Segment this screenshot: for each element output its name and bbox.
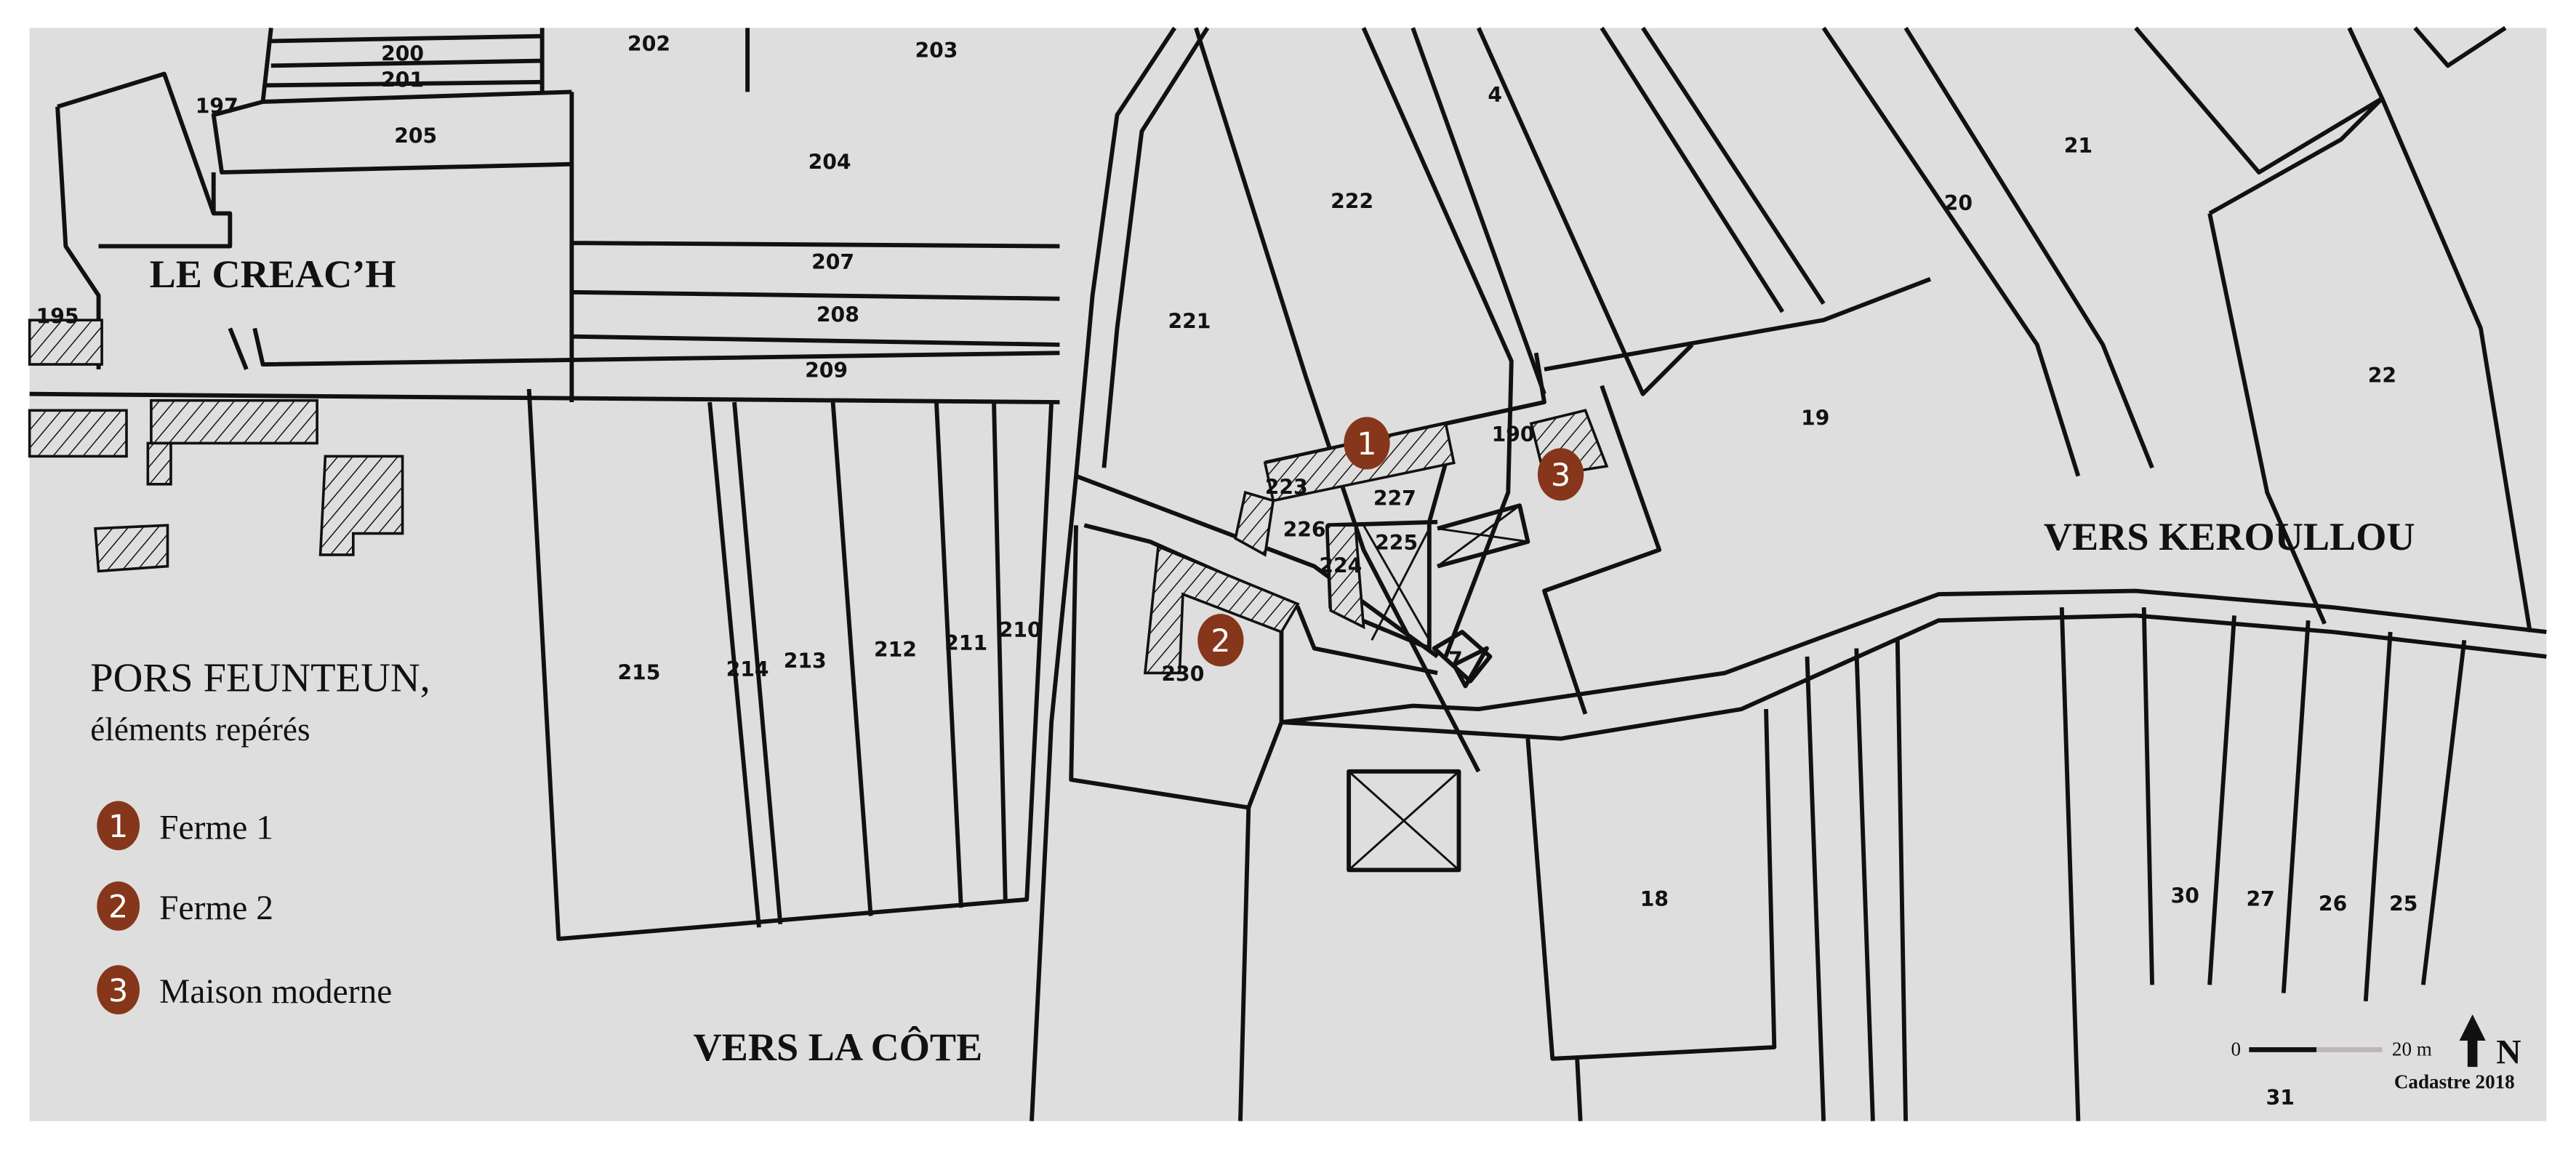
svg-text:Ferme 2: Ferme 2 (159, 889, 273, 927)
map-background (29, 28, 2547, 1121)
place-vers-la-cote: VERS LA CÔTE (694, 1025, 983, 1069)
parcel-number: 203 (915, 39, 958, 63)
svg-text:Ferme 1: Ferme 1 (159, 809, 273, 846)
legend-item-3: 3 Maison moderne (97, 965, 392, 1014)
parcel-number: 230 (1161, 662, 1204, 686)
parcel-number: 31 (2266, 1086, 2295, 1110)
svg-text:3: 3 (108, 973, 128, 1009)
parcel-number: 210 (999, 618, 1042, 642)
parcel-number: 212 (874, 638, 917, 662)
scale-bar: 0 20 m (2231, 1038, 2431, 1060)
svg-text:2: 2 (108, 889, 128, 926)
parcel-number: 209 (805, 359, 848, 383)
svg-text:2: 2 (1211, 623, 1230, 660)
place-names: LE CREAC’H VERS KEROULLOU VERS LA CÔTE (150, 252, 2415, 1069)
map-markers: 1 2 3 (1197, 417, 1584, 667)
parcel-number: 4 (1488, 83, 1502, 107)
legend-subtitle: éléments repérés (90, 711, 310, 748)
parcel-number: 214 (726, 657, 769, 681)
parcel-number: 19 (1801, 407, 1829, 431)
svg-text:Maison moderne: Maison moderne (159, 973, 392, 1011)
north-arrow-icon: N (2459, 1014, 2521, 1072)
parcel-number: 197 (196, 95, 238, 119)
parcel-numbers: 200 201 197 205 202 203 204 4 222 21 20 … (36, 32, 2418, 1110)
parcel-number: 201 (381, 68, 424, 92)
parcel-number: 18 (1640, 887, 1669, 911)
svg-text:1: 1 (1357, 426, 1376, 463)
parcel-number: 222 (1331, 190, 1373, 214)
parcel-number: 211 (944, 631, 987, 655)
parcel-number: 27 (2247, 887, 2275, 911)
legend: PORS FEUNTEUN, éléments repérés 1 Ferme … (90, 655, 430, 1014)
parcel-number: 223 (1265, 475, 1308, 499)
parcel-number: 208 (816, 303, 859, 327)
parcel-number: 205 (394, 124, 437, 148)
parcel-number: 195 (36, 305, 79, 329)
svg-text:3: 3 (1551, 457, 1570, 494)
map-marker-3[interactable]: 3 (1537, 448, 1584, 501)
parcel-number: 204 (808, 150, 851, 174)
parcel-number: 225 (1375, 531, 1418, 555)
parcel-number: 207 (811, 250, 854, 274)
parcel-number: 202 (627, 32, 670, 56)
parcel-number: 226 (1283, 518, 1326, 542)
parcel-number: 224 (1319, 554, 1362, 578)
legend-item-1: 1 Ferme 1 (97, 801, 273, 851)
svg-text:1: 1 (108, 809, 128, 845)
map-marker-2[interactable]: 2 (1197, 614, 1244, 667)
parcel-number: 7 (1448, 647, 1463, 671)
parcel-number: 215 (618, 660, 661, 684)
source-credit: Cadastre 2018 (2394, 1070, 2515, 1092)
parcel-number: 213 (784, 649, 827, 673)
svg-text:20 m: 20 m (2392, 1038, 2432, 1060)
map-marker-1[interactable]: 1 (1344, 417, 1390, 470)
parcel-number: 20 (1944, 191, 1973, 215)
parcel-number: 25 (2389, 892, 2417, 916)
svg-text:0: 0 (2231, 1038, 2241, 1060)
svg-text:N: N (2496, 1034, 2521, 1072)
parcel-number: 30 (2171, 884, 2199, 908)
parcel-number: 21 (2064, 134, 2093, 158)
legend-item-2: 2 Ferme 2 (97, 881, 273, 931)
parcel-number: 190 (1492, 423, 1535, 447)
parcel-number: 221 (1168, 309, 1211, 333)
parcel-number: 26 (2319, 892, 2347, 916)
place-le-creach: LE CREAC’H (150, 252, 396, 296)
parcel-number: 200 (381, 42, 424, 66)
parcel-number: 22 (2368, 364, 2396, 388)
parcel-number: 227 (1373, 487, 1416, 511)
place-vers-keroullou: VERS KEROULLOU (2044, 515, 2415, 559)
legend-title: PORS FEUNTEUN, (90, 655, 430, 700)
